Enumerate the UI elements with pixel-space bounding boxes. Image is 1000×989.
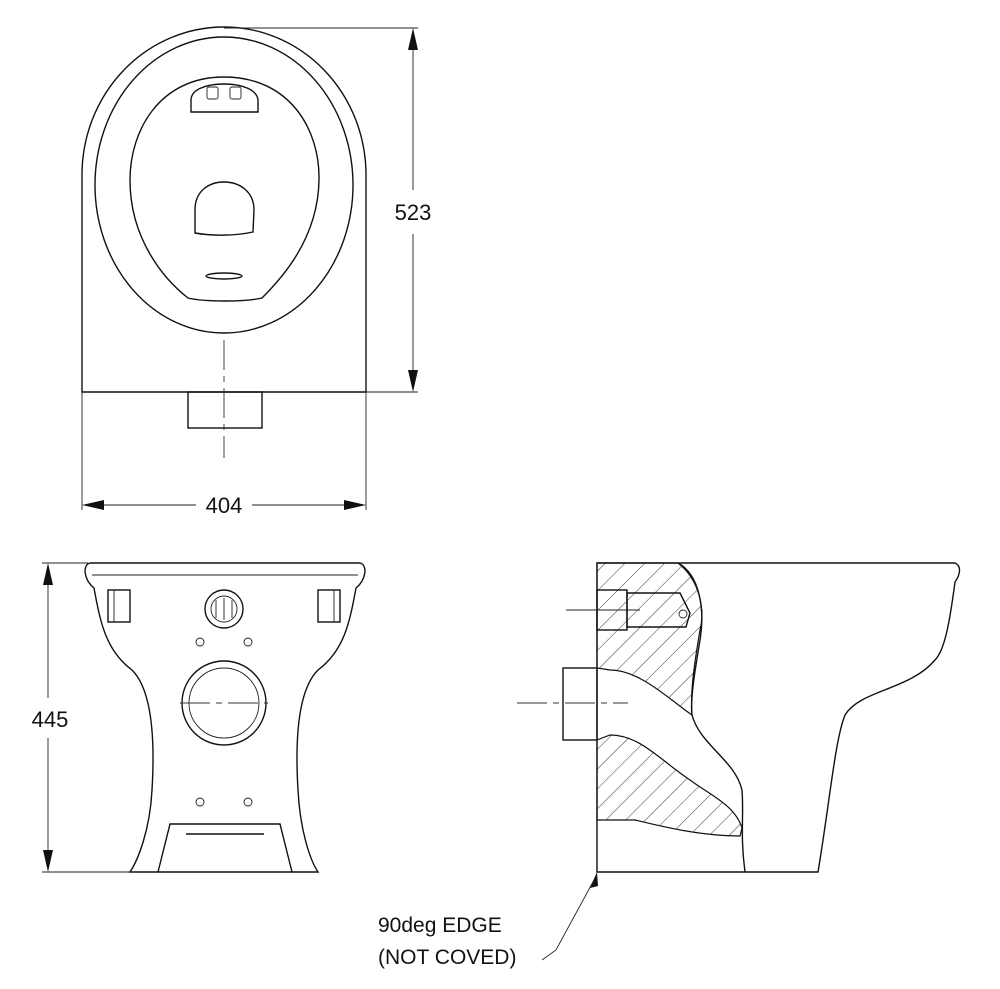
overflow-slot [205, 272, 243, 280]
outlet-dome [194, 181, 255, 236]
inlet-tab-right [229, 86, 242, 100]
inlet-pipe-section [626, 592, 691, 628]
arrow-icon [43, 563, 53, 585]
section-hatch-lower [596, 734, 743, 837]
leader-line [541, 879, 595, 961]
note-edge-line1: 90deg EDGE [378, 914, 502, 937]
side-section-view: 90deg EDGE (NOT COVED) [378, 562, 961, 969]
top-view: 523 404 [81, 26, 432, 518]
front-view-outline [84, 562, 366, 873]
fixing-hole [195, 797, 205, 807]
dim-445: 445 [32, 707, 69, 732]
outlet-pipe [187, 391, 263, 429]
section-hatch-upper [596, 562, 703, 717]
fixing-hole [243, 797, 253, 807]
bowl-section-curve [677, 562, 746, 873]
inlet-tab-left [206, 86, 219, 100]
top-view-outline [81, 26, 367, 393]
inlet-connector [204, 589, 244, 629]
note-edge-line2: (NOT COVED) [378, 946, 516, 969]
fixing-hole [195, 637, 205, 647]
bracket-slot-right [317, 589, 341, 623]
arrow-icon [408, 28, 418, 50]
bracket-slot-left [107, 589, 131, 623]
flush-inlet [190, 83, 259, 113]
bowl-inner [129, 76, 320, 302]
outlet-spigot [562, 667, 598, 741]
pin [678, 609, 688, 619]
arrow-icon [82, 500, 104, 510]
side-view-outline [596, 562, 961, 873]
front-view: 445 [32, 562, 366, 873]
inlet-connector-inner [210, 595, 238, 623]
fixing-hole [243, 637, 253, 647]
dim-523: 523 [395, 200, 432, 225]
rim-ring [94, 36, 354, 334]
arrow-icon [344, 500, 366, 510]
arrow-icon [43, 850, 53, 872]
arrow-icon [408, 370, 418, 392]
dim-404: 404 [206, 493, 243, 518]
foot-recess [157, 823, 293, 873]
